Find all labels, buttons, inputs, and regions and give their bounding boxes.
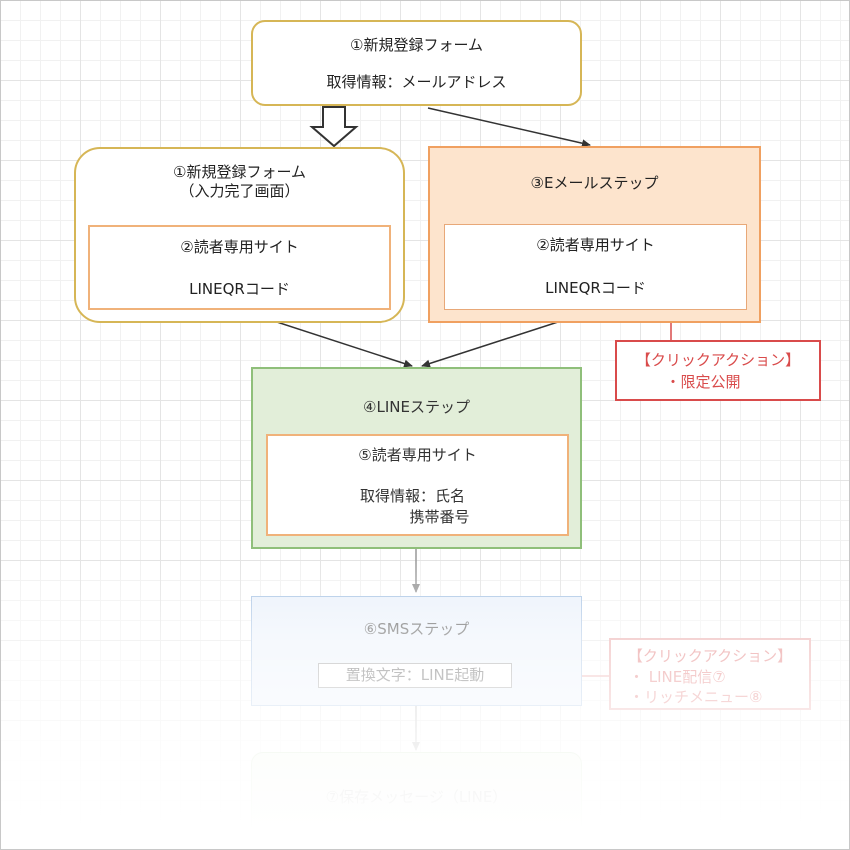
node-click-action-2[interactable]: 【クリックアクション】 ・ LINE配信⑦ ・リッチメニュー⑧ [609,638,811,710]
node-email-site-title: ②読者専用サイト [536,236,655,254]
node-sms-step[interactable]: ⑥SMSステップ 置換文字：LINE起動 [251,596,582,706]
click-action-1-title: 【クリックアクション】 [635,351,801,369]
click-action-2-title: 【クリックアクション】 [627,647,793,665]
node-email-step[interactable]: ③Eメールステップ ②読者専用サイト LINEQRコード [428,146,761,323]
node-sms-replace-text: 置換文字：LINE起動 [345,666,485,684]
node-save-message-title: ⑦保存メッセージ（LINE） [325,788,508,806]
node-email-site-sub: LINEQRコード [545,279,646,297]
node-form-top-title: ①新規登録フォーム [350,36,483,54]
node-form-done-site-title: ②読者専用サイト [180,238,299,256]
node-form-done-site[interactable]: ②読者専用サイト LINEQRコード [88,225,391,310]
node-click-action-1[interactable]: 【クリックアクション】 ・限定公開 [615,340,821,401]
node-sms-replace[interactable]: 置換文字：LINE起動 [318,663,512,688]
click-action-2-item-1: ・ LINE配信⑦ [629,668,726,686]
block-arrow [309,106,359,148]
node-form-top-info: 取得情報：メールアドレス [326,73,507,91]
node-line-site-title: ⑤読者専用サイト [358,446,477,464]
node-form-done-title-1: ①新規登録フォーム [173,163,306,181]
node-form-done-title-2: （入力完了画面） [179,182,300,200]
node-form-done-site-sub: LINEQRコード [189,280,290,298]
node-line-site[interactable]: ⑤読者専用サイト 取得情報：氏名 携帯番号 [266,434,569,536]
node-line-step[interactable]: ④LINEステップ ⑤読者専用サイト 取得情報：氏名 携帯番号 [251,367,582,549]
node-line-site-info-2: 携帯番号 [409,508,470,526]
node-sms-step-title: ⑥SMSステップ [363,620,470,638]
node-form-done[interactable]: ①新規登録フォーム （入力完了画面） ②読者専用サイト LINEQRコード [74,147,405,323]
node-email-step-title: ③Eメールステップ [530,174,659,192]
node-save-message[interactable]: ⑦保存メッセージ（LINE） [251,752,582,847]
node-line-step-title: ④LINEステップ [363,398,470,416]
click-action-1-item: ・限定公開 [665,373,741,391]
node-form-top[interactable]: ①新規登録フォーム 取得情報：メールアドレス [251,20,582,106]
arrow-form-to-email [427,107,591,148]
node-line-site-info: 取得情報：氏名 [359,487,465,505]
node-email-site[interactable]: ②読者専用サイト LINEQRコード [444,224,747,310]
click-action-2-item-2: ・リッチメニュー⑧ [629,688,763,706]
